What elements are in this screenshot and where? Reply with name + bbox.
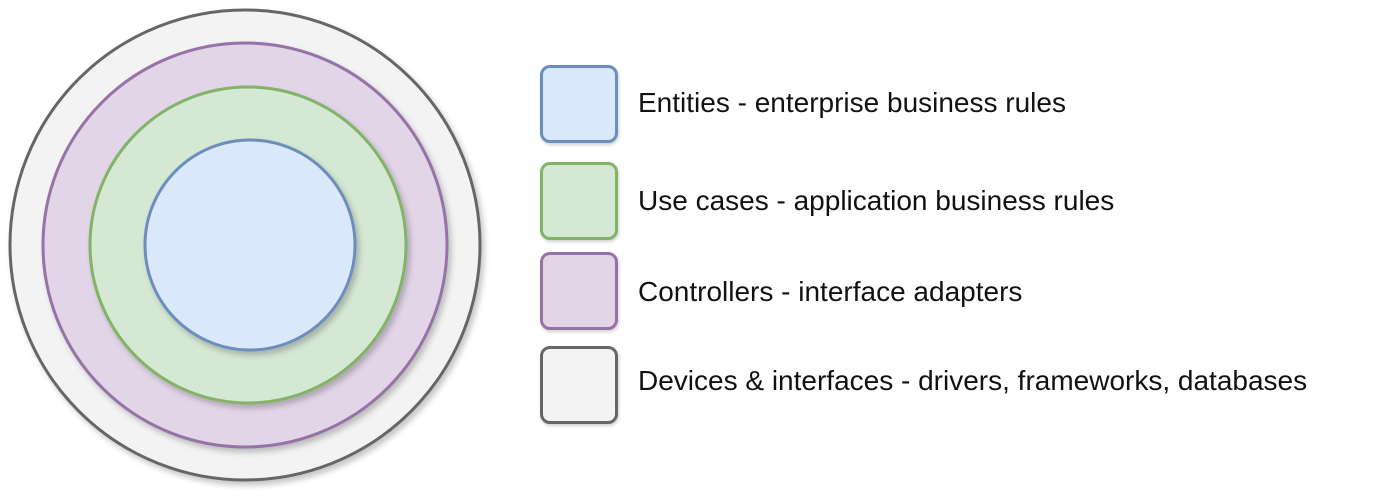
legend-item-entities: Entities - enterprise business rules [538, 65, 1378, 149]
legend-item-devices: Devices & interfaces - drivers, framewor… [538, 346, 1378, 430]
legend-label-use-cases: Use cases - application business rules [638, 185, 1115, 216]
legend-swatch-controllers [540, 252, 618, 330]
legend-label-devices: Devices & interfaces - drivers, framewor… [638, 365, 1308, 396]
legend-item-controllers: Controllers - interface adapters [538, 252, 1378, 336]
legend-swatch-use-cases [540, 162, 618, 240]
legend-swatch-devices [540, 346, 618, 424]
ring-entities [143, 138, 357, 352]
legend-swatch-entities [540, 65, 618, 143]
concentric-layers-diagram [8, 8, 482, 482]
legend-label-controllers: Controllers - interface adapters [638, 276, 1023, 307]
legend-label-entities: Entities - enterprise business rules [638, 87, 1066, 118]
legend-item-use-cases: Use cases - application business rules [538, 162, 1378, 246]
